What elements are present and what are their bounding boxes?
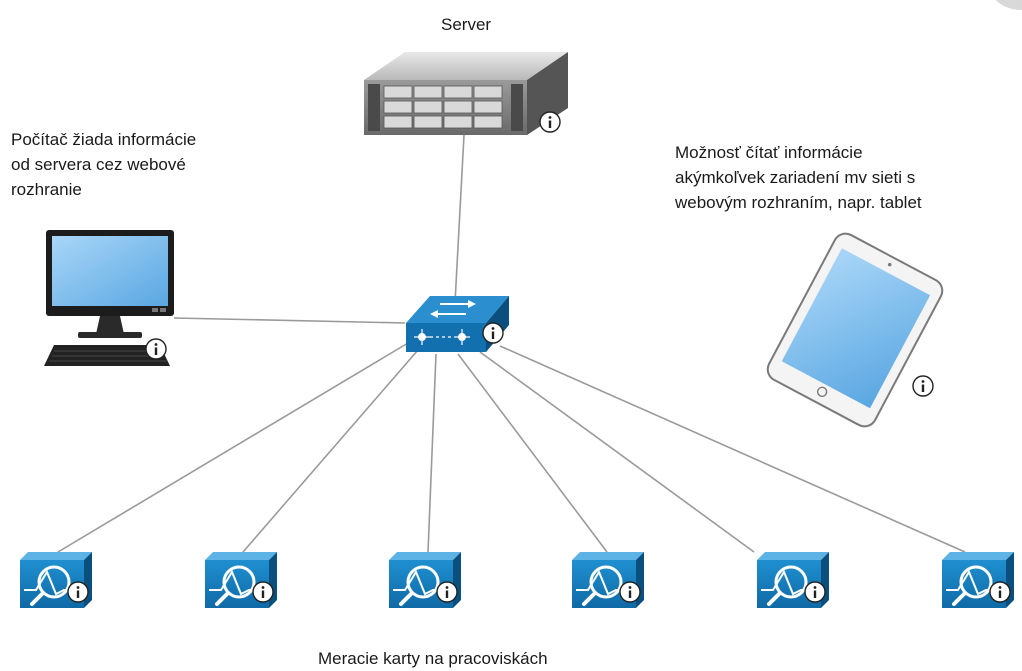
- server-info-icon[interactable]: [539, 111, 561, 133]
- computer-label-line-2: od servera cez webové: [11, 155, 186, 174]
- switch-info-icon[interactable]: [482, 322, 504, 344]
- card-3-info-icon[interactable]: [436, 581, 458, 603]
- link-switch-card-6: [499, 345, 966, 553]
- card-1-info-icon[interactable]: [67, 581, 89, 603]
- card-2-info-icon[interactable]: [252, 581, 274, 603]
- link-switch-card-4: [457, 353, 608, 553]
- cards-label: Meracie karty na pracoviskách: [318, 646, 548, 671]
- computer-label: Počítač žiada informácie od servera cez …: [11, 127, 196, 202]
- network-links: [57, 134, 966, 553]
- cards-label-text: Meracie karty na pracoviskách: [318, 649, 548, 668]
- computer-label-line-3: rozhranie: [11, 180, 82, 199]
- server-label: Server: [441, 12, 491, 37]
- computer-label-line-1: Počítač žiada informácie: [11, 130, 197, 149]
- server-rack-icon: [364, 52, 568, 135]
- desktop-computer-icon: [44, 230, 174, 366]
- tablet-label-line-3: webovým rozhraním, napr. tablet: [675, 193, 922, 212]
- link-server-switch: [454, 134, 465, 304]
- link-switch-card-1: [57, 342, 409, 553]
- tablet-label-line-1: Možnosť čítať informácie: [675, 143, 863, 162]
- tablet-label-line-2: akýmkoľvek zariadení mv sieti s: [675, 168, 916, 187]
- link-switch-card-2: [242, 349, 419, 553]
- link-switch-card-5: [479, 351, 755, 553]
- page-corner-decoration: [992, 0, 1022, 10]
- tablet-icon: [766, 232, 944, 428]
- link-computer-switch: [173, 317, 406, 324]
- server-label-text: Server: [441, 15, 492, 34]
- measurement-cards: [18, 550, 1016, 610]
- card-6-info-icon[interactable]: [989, 581, 1011, 603]
- link-switch-card-3: [427, 353, 437, 553]
- computer-info-icon[interactable]: [145, 338, 167, 360]
- tablet-info-icon[interactable]: [912, 375, 934, 397]
- card-5-info-icon[interactable]: [804, 581, 826, 603]
- tablet-label: Možnosť čítať informácie akýmkoľvek zari…: [675, 140, 922, 215]
- card-4-info-icon[interactable]: [619, 581, 641, 603]
